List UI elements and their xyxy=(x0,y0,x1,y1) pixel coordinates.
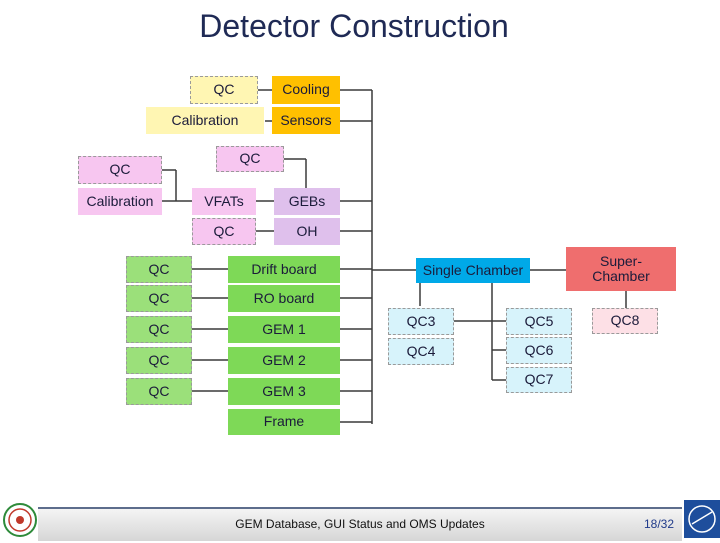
footer-bar: GEM Database, GUI Status and OMS Updates… xyxy=(38,507,682,541)
gebs-box: GEBs xyxy=(274,188,340,215)
ro-board-box: RO board xyxy=(228,285,340,312)
qc7-box: QC7 xyxy=(506,367,572,393)
qc5-box: QC5 xyxy=(506,308,572,335)
gem3-box: GEM 3 xyxy=(228,378,340,405)
qc4-box: QC4 xyxy=(388,338,454,365)
qc8-box: QC8 xyxy=(592,308,658,334)
qc-gem2-box: QC xyxy=(126,347,192,374)
qc-vfat-box: QC xyxy=(192,218,256,245)
calibration-left-box: Calibration xyxy=(78,188,162,215)
qc-left-box: QC xyxy=(78,156,162,184)
frame-box: Frame xyxy=(228,409,340,435)
super-chamber-box: Super-Chamber xyxy=(566,247,676,291)
calibration-top-box: Calibration xyxy=(146,107,264,134)
gem2-box: GEM 2 xyxy=(228,347,340,374)
qc-top-box: QC xyxy=(190,76,258,104)
qc-drift-box: QC xyxy=(126,256,192,283)
drift-board-box: Drift board xyxy=(228,256,340,283)
qc-ro-box: QC xyxy=(126,285,192,312)
page-number: 18/32 xyxy=(643,517,674,531)
sensors-box: Sensors xyxy=(272,107,340,134)
vfats-box: VFATs xyxy=(192,188,256,215)
oh-box: OH xyxy=(274,218,340,245)
slide-title: Detector Construction xyxy=(199,8,509,44)
qc-gem1-box: QC xyxy=(126,316,192,343)
qc6-box: QC6 xyxy=(506,337,572,364)
gem1-box: GEM 1 xyxy=(228,316,340,343)
institution-logo-icon xyxy=(2,502,38,538)
single-chamber-box: Single Chamber xyxy=(416,258,530,283)
qc-mid-box: QC xyxy=(216,146,284,172)
lbt-logo-icon xyxy=(684,500,720,538)
qc-gem3-box: QC xyxy=(126,378,192,405)
cooling-box: Cooling xyxy=(272,76,340,104)
qc3-box: QC3 xyxy=(388,308,454,335)
footer-text: GEM Database, GUI Status and OMS Updates xyxy=(235,517,485,531)
